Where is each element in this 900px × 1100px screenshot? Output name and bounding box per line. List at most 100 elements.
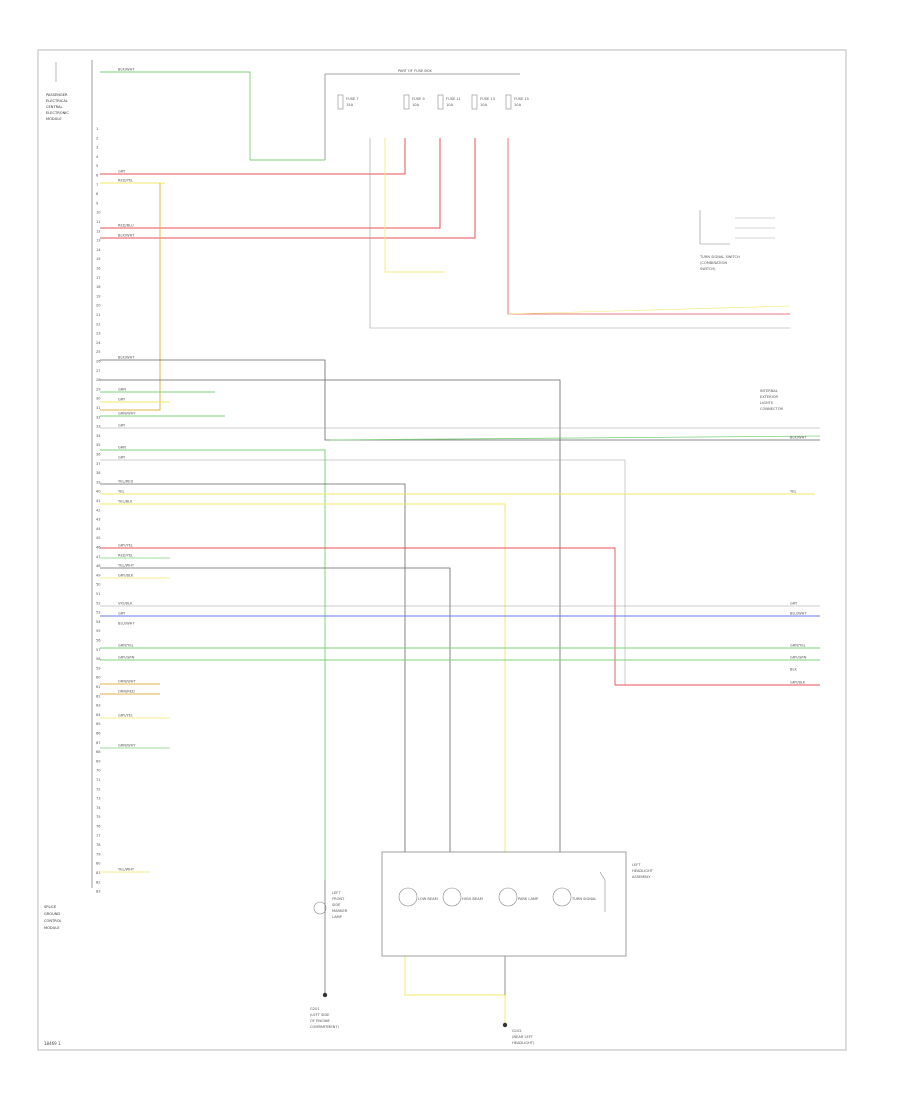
fuse-9-label: FUSE 9 xyxy=(412,97,425,101)
pin-number: 46 xyxy=(96,546,101,550)
switch-note-line-1: TURN SIGNAL SWITCH xyxy=(699,255,740,259)
diagram-frame xyxy=(37,49,847,1051)
lamp-tag-3: SIDE xyxy=(332,903,341,907)
wires xyxy=(100,71,821,1025)
wire-color-label: RED/BLU xyxy=(118,224,134,228)
wire xyxy=(329,435,821,441)
pin-number: 43 xyxy=(96,518,101,522)
right-wire-label: GRY/BLK xyxy=(790,681,806,685)
pin-number: 75 xyxy=(96,815,101,819)
lamp-tag-5: LAMP xyxy=(332,915,343,919)
pin-number: 44 xyxy=(96,527,101,531)
pin-number: 36 xyxy=(96,453,101,457)
wire-color-label: ORN/RED xyxy=(118,690,135,694)
pin-number: 78 xyxy=(96,843,101,847)
fuse-7: FUSE 7 15A xyxy=(337,94,359,110)
headlight-assembly-line-1: LEFT xyxy=(632,863,641,867)
wire-color-label: RED/YEL xyxy=(118,179,133,183)
pin-number: 68 xyxy=(96,750,101,754)
wire xyxy=(507,138,790,315)
wire-color-label: BLK/WHT xyxy=(118,356,135,360)
lamp-tag-4: MARKER xyxy=(332,909,348,913)
pin-number: 47 xyxy=(96,555,101,559)
pin-number: 52 xyxy=(96,601,101,605)
wire xyxy=(404,956,506,1025)
pin-number: 71 xyxy=(96,778,101,782)
right-wire-label: YEL xyxy=(790,490,796,494)
wire-color-label: YEL/WHT xyxy=(118,564,135,568)
pin-number: 28 xyxy=(96,378,101,382)
pin-number: 31 xyxy=(96,406,101,410)
ground-right: G102 (NEAR LEFT HEADLIGHT) xyxy=(502,1022,535,1045)
pin-number: 19 xyxy=(96,294,101,298)
pin-number: 37 xyxy=(96,462,101,466)
wire xyxy=(100,138,476,239)
pin-number: 66 xyxy=(96,732,101,736)
connector-module-label-4: ELECTRONIC xyxy=(46,111,69,115)
pin-number: 54 xyxy=(96,620,101,624)
pin-number: 61 xyxy=(96,685,101,689)
pin-number: 38 xyxy=(96,471,101,475)
fuse-box: PART OF FUSE BOX FUSE 7 15A FUSE 9 10A F… xyxy=(324,69,529,160)
switch-note-line-2: (COMBINATION xyxy=(700,261,727,265)
high-beam-label: HIGH BEAM xyxy=(462,897,483,901)
pin-number: 79 xyxy=(96,852,101,856)
wire xyxy=(507,305,791,315)
pin-number: 82 xyxy=(96,880,101,884)
turn-signal-switch-note: TURN SIGNAL SWITCH (COMBINATION SWITCH) xyxy=(699,210,775,271)
pin-numbers: 1234567891011121314151617181920212223242… xyxy=(96,127,101,894)
right-connector-line-1: INTERNAL xyxy=(760,389,778,393)
wire-color-label: GRY/BLK xyxy=(118,574,134,578)
pin-number: 6 xyxy=(96,174,99,178)
wire-color-label: GRY xyxy=(118,612,126,616)
ground-right-line-2: (NEAR LEFT xyxy=(512,1035,534,1039)
low-beam-bulb: LOW BEAM xyxy=(398,887,438,907)
wire-color-label: BLK/WHT xyxy=(118,234,135,238)
park-lamp-label: PARK LAMP xyxy=(518,897,539,901)
right-connector-line-3: LIGHTS xyxy=(760,401,774,405)
pin-number: 74 xyxy=(96,806,101,810)
headlight-assembly-line-3: ASSEMBLY xyxy=(632,875,651,879)
pin-number: 81 xyxy=(96,871,101,875)
fuse-13-amp: 10A xyxy=(480,103,488,107)
wire-color-label: GRY/YEL xyxy=(118,714,133,718)
fuse-9: FUSE 9 10A xyxy=(403,94,425,110)
park-lamp-bulb: PARK LAMP xyxy=(498,887,539,907)
pin-number: 83 xyxy=(96,890,101,894)
wire-color-label: GRY xyxy=(118,170,126,174)
connector-module-label-3: CENTRAL xyxy=(46,105,62,109)
side-marker-lamp: LEFT FRONT SIDE MARKER LAMP xyxy=(313,891,348,919)
right-wire-label: BLU/WHT xyxy=(790,612,807,616)
fuse-11-label: FUSE 11 xyxy=(446,97,461,101)
right-wire-label: BLK/WHT xyxy=(790,436,807,440)
wire-color-label: BLK/WHT xyxy=(118,68,135,72)
wire-color-label: YEL/WHT xyxy=(118,868,135,872)
pin-number: 70 xyxy=(96,769,101,773)
pin-number: 59 xyxy=(96,666,101,670)
wire xyxy=(100,503,506,852)
pin-number: 20 xyxy=(96,304,101,308)
pin-number: 9 xyxy=(96,201,99,205)
ground-left-line-4: COMPARTMENT) xyxy=(310,1025,340,1029)
wire-color-label: GRY xyxy=(118,398,126,402)
pin-number: 34 xyxy=(96,434,101,438)
pin-number: 50 xyxy=(96,583,101,587)
right-wire-label: GRN/YEL xyxy=(790,644,806,648)
wire xyxy=(100,567,451,852)
pin-number: 11 xyxy=(96,220,101,224)
pin-number: 63 xyxy=(96,704,101,708)
connector-module-label-5: MODULE xyxy=(46,117,62,121)
pin-number: 76 xyxy=(96,825,101,829)
pin-number: 30 xyxy=(96,397,101,401)
lamp-tag-2: FRONT xyxy=(332,897,345,901)
pin-number: 18 xyxy=(96,285,101,289)
wire-color-label: GRY xyxy=(118,456,126,460)
wire xyxy=(100,71,325,161)
ground-module-line-4: MODULE xyxy=(44,926,60,930)
wire-color-label: YEL/BLK xyxy=(118,500,133,504)
pin-number: 2 xyxy=(96,136,98,140)
wire-color-label: GRN/WHT xyxy=(118,744,136,748)
ground-right-line-1: G102 xyxy=(512,1029,522,1033)
headlight-assembly-line-2: HEADLIGHT xyxy=(632,869,654,873)
wire xyxy=(100,379,561,852)
